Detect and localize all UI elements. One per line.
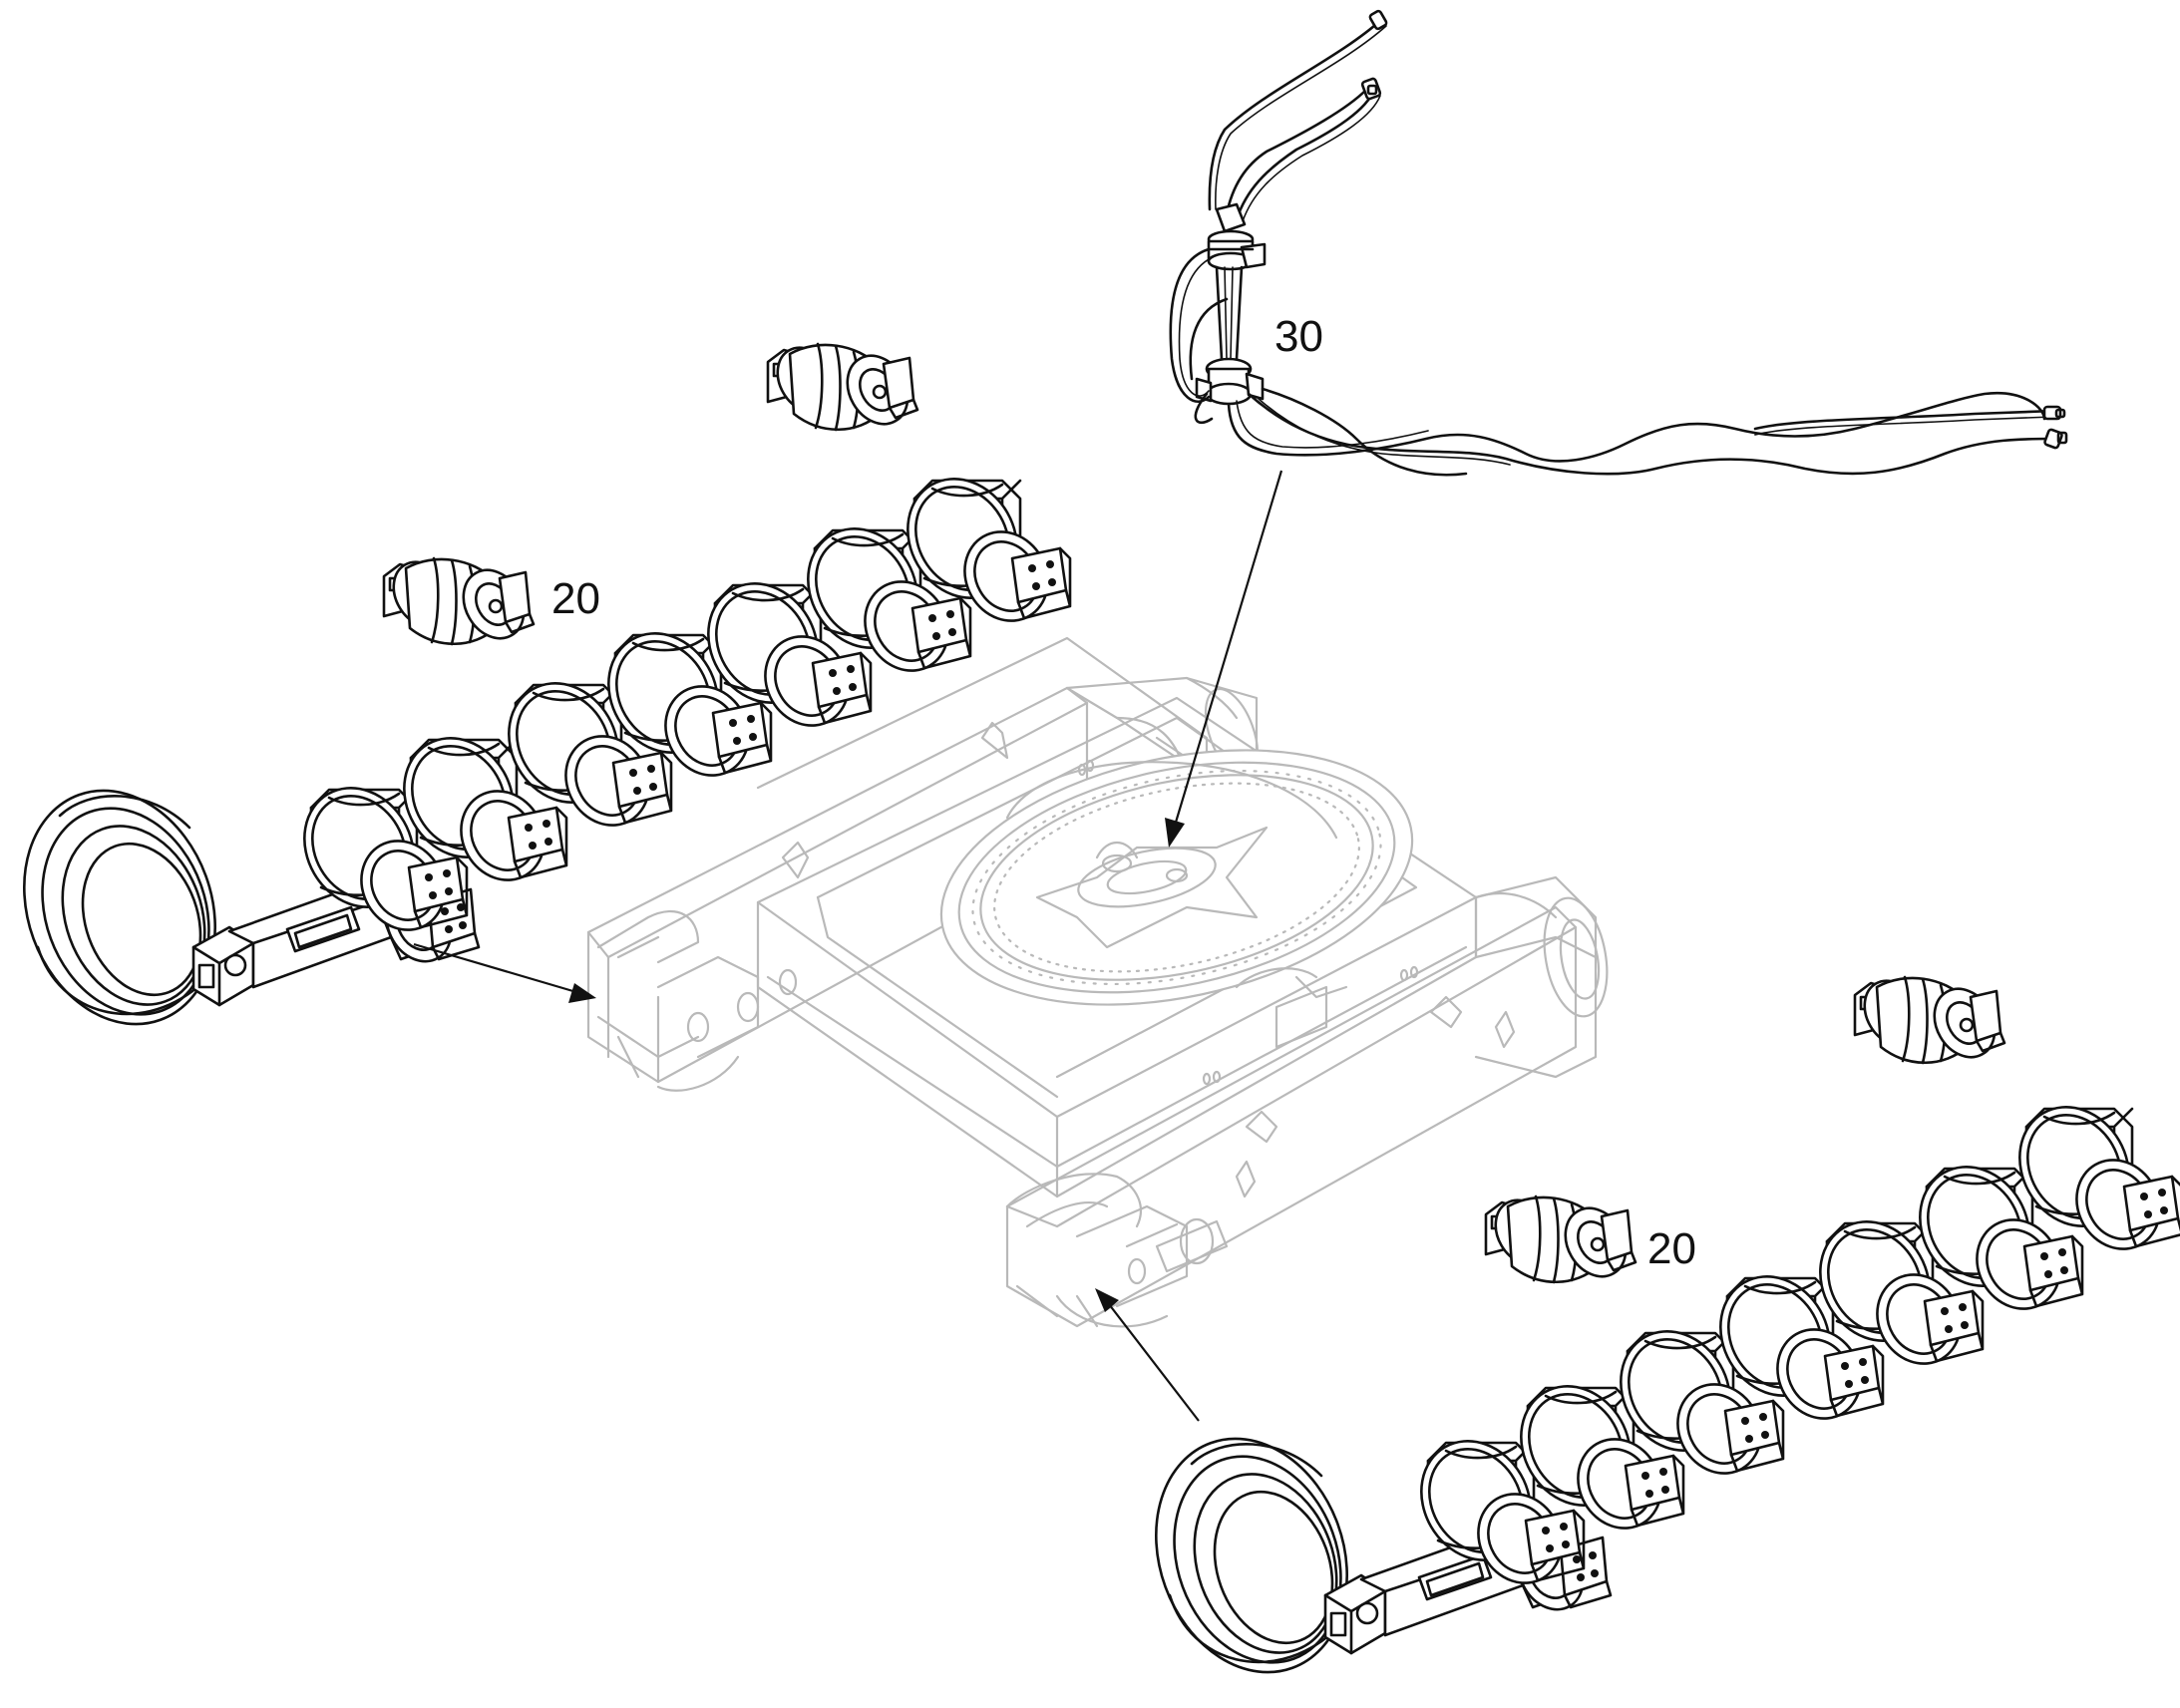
arrowhead <box>1095 1288 1119 1312</box>
leader-line-hose-to-swivel <box>1173 470 1283 827</box>
callout-number-20-right: 20 <box>1647 1224 1696 1273</box>
leader-line-left-idler <box>413 942 577 994</box>
swivel-joint-hose-assembly <box>1169 9 2068 477</box>
left-bottom-rollers <box>281 458 1072 947</box>
arrowhead <box>568 983 596 1003</box>
undercarriage-frame <box>586 636 1609 1328</box>
callout-number-20-left: 20 <box>551 574 600 623</box>
leader-line-right-idler <box>1108 1303 1200 1422</box>
callout-number-30: 30 <box>1274 312 1323 361</box>
leader-lines <box>413 470 1283 1422</box>
arrowhead <box>1165 818 1185 848</box>
right-bottom-rollers <box>1398 1086 2180 1600</box>
